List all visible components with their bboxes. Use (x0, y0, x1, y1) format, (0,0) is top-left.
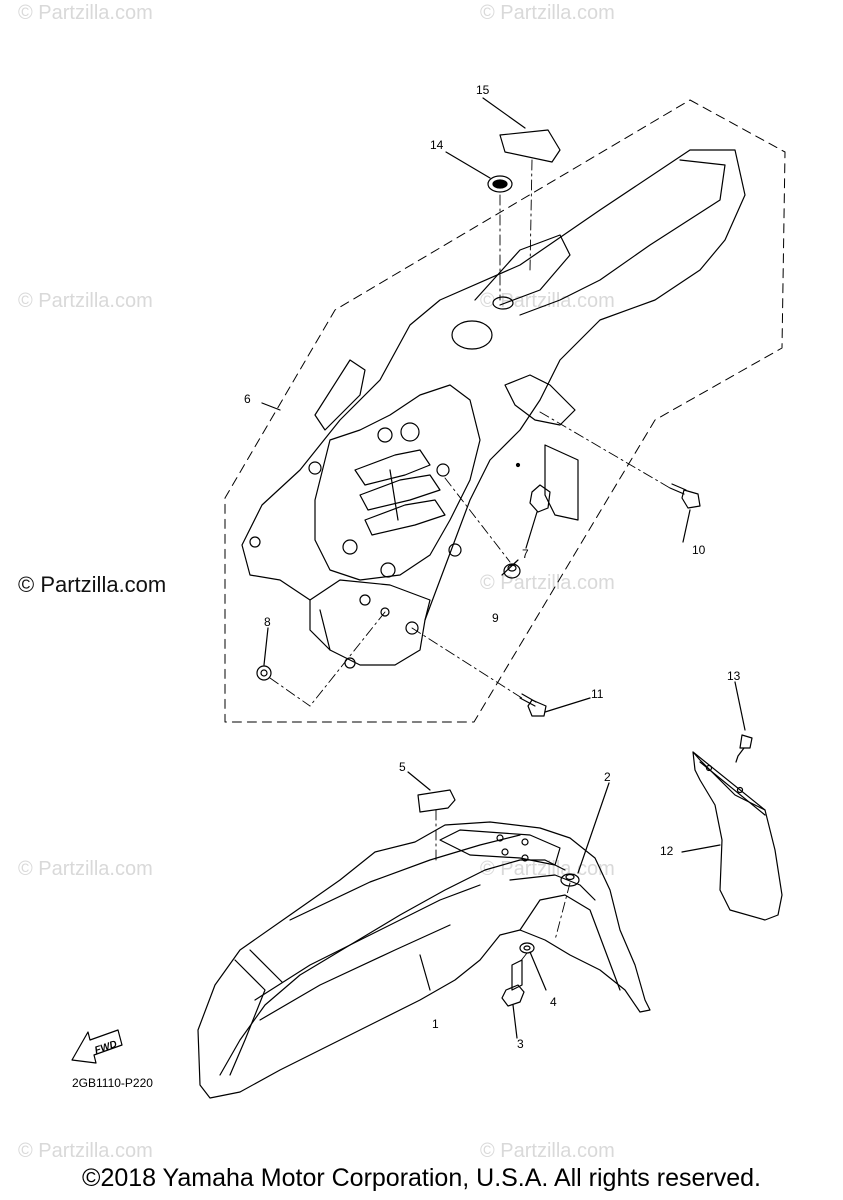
watermark-bottom-right: © Partzilla.com (480, 1140, 615, 1162)
callout-13: 13 (727, 669, 741, 683)
callout-2: 2 (604, 770, 611, 784)
callout-14: 14 (430, 138, 444, 152)
part-14-emblem (487, 175, 513, 193)
rear-fender-assembly-boundary (224, 99, 786, 723)
part-11-bolt (519, 693, 547, 717)
part-10-bolt (669, 483, 701, 509)
rear-fender (241, 149, 746, 669)
callout-8: 8 (264, 615, 271, 629)
callout-5: 5 (399, 760, 406, 774)
part-12-mudguard (692, 751, 783, 921)
callout-15: 15 (476, 83, 490, 97)
callout-4: 4 (550, 995, 557, 1009)
callout-3: 3 (517, 1037, 524, 1051)
watermark-bottom-left: © Partzilla.com (18, 1140, 153, 1162)
part-2-grommet (560, 873, 580, 887)
front-fender (197, 821, 651, 1099)
part-15-decal (499, 129, 561, 163)
callout-1: 1 (432, 1017, 439, 1031)
watermark-top-left: © Partzilla.com (18, 2, 153, 24)
callout-6: 6 (244, 392, 251, 406)
part-3-bolt (501, 959, 525, 1007)
watermark-top-right: © Partzilla.com (480, 2, 615, 24)
callout-11: 11 (591, 687, 604, 701)
assembly-lines (269, 159, 671, 707)
part-13-screw (735, 734, 753, 763)
fwd-arrow-icon: FWD (71, 1029, 123, 1064)
part-7-nut (529, 484, 551, 513)
callout-10: 10 (692, 543, 706, 557)
part-4-washer (519, 942, 535, 954)
copyright-notice: ©2018 Yamaha Motor Corporation, U.S.A. A… (82, 1164, 761, 1192)
callout-12: 12 (660, 844, 674, 858)
watermark-main: © Partzilla.com (18, 572, 167, 597)
fwd-label: FWD (93, 1039, 118, 1057)
callout-9: 9 (492, 611, 499, 625)
front-assembly-lines (435, 809, 571, 963)
part-5-decal (417, 789, 456, 813)
watermark-upper-left: © Partzilla.com (18, 290, 153, 312)
callout-7: 7 (522, 547, 529, 561)
watermark-upper-right: © Partzilla.com (480, 290, 615, 312)
diagram-code: 2GB1110-P220 (72, 1076, 153, 1090)
watermark-lower-left: © Partzilla.com (18, 858, 153, 880)
part-8-collar (256, 665, 272, 681)
